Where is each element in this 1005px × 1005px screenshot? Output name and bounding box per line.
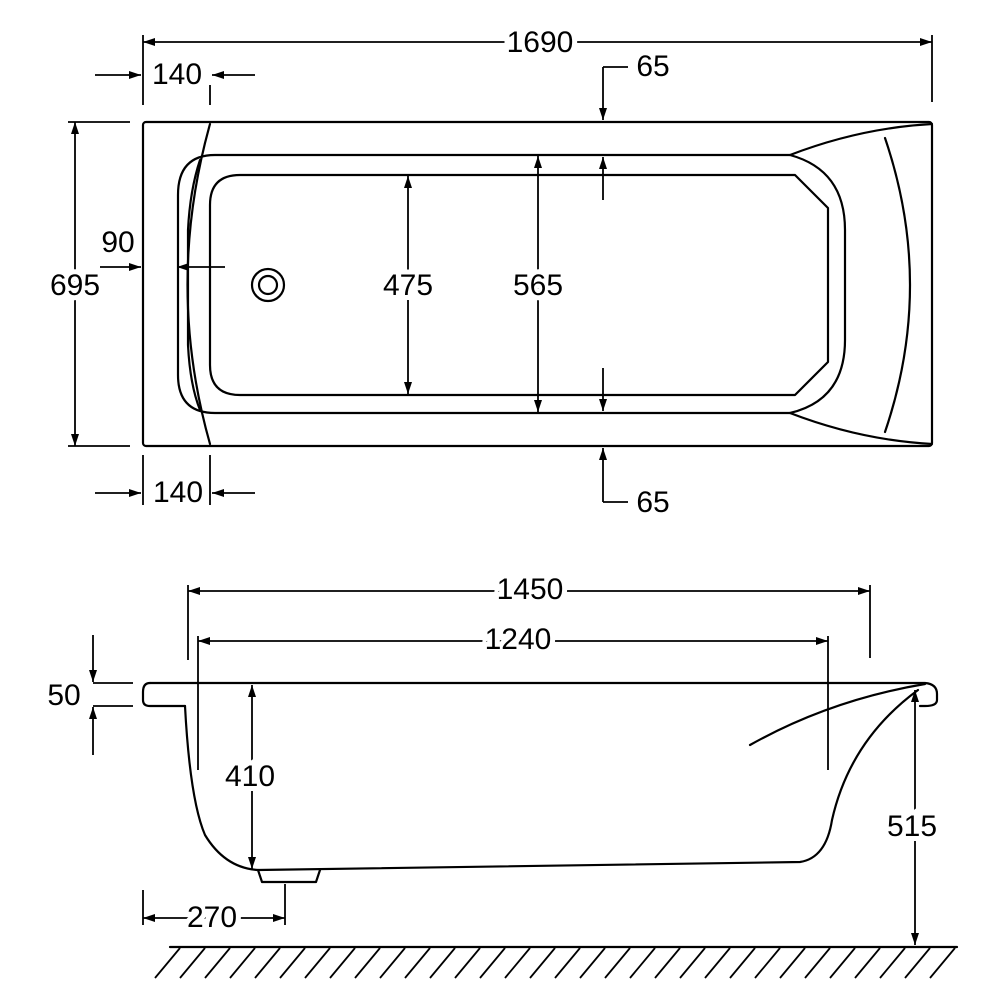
floor-hatching [154,945,959,979]
dimension-basin-top-width: 565 [513,269,563,302]
dimension-end-offset-bottom: 140 [153,476,203,509]
dimension-drain-offset: 270 [187,901,237,934]
foot-end-contour [748,682,927,747]
dimension-basin-floor-width: 475 [383,269,433,302]
dimension-basin-depth: 410 [225,760,275,793]
dimension-rim-width-bottom: 65 [636,486,669,519]
dimension-overall-width: 695 [50,269,100,302]
side-view: 1450 1240 50 410 515 270 [42,568,959,979]
head-rim-lip [141,681,187,708]
basin-floor-outline [208,173,830,397]
rim-top-edge [148,681,939,708]
drain-inner-icon [257,274,279,296]
dimension-rim-width-top: 65 [636,50,669,83]
dimension-end-offset-top: 140 [152,58,202,91]
head-end-inner-curve [186,158,202,412]
dimension-rim-thickness: 50 [47,679,80,712]
drain-foot [256,868,322,884]
inner-rim-outline [176,153,847,415]
foot-end-arc [883,136,912,434]
dimension-head-rim: 90 [101,226,134,259]
dimension-overall-height: 515 [887,810,937,843]
drain-icon [250,267,286,303]
dimension-overall-length: 1690 [507,26,574,59]
outer-rim-outline [141,120,934,448]
foot-end-curve-top [788,122,934,157]
top-view: 1690 140 65 695 90 475 565 65 [45,21,934,524]
dimension-basin-floor-length: 1240 [485,623,552,656]
dimension-rim-length: 1450 [497,573,564,606]
tub-body-outline [183,688,920,872]
head-end-curve [186,122,212,446]
foot-end-curve-bottom [788,411,934,446]
